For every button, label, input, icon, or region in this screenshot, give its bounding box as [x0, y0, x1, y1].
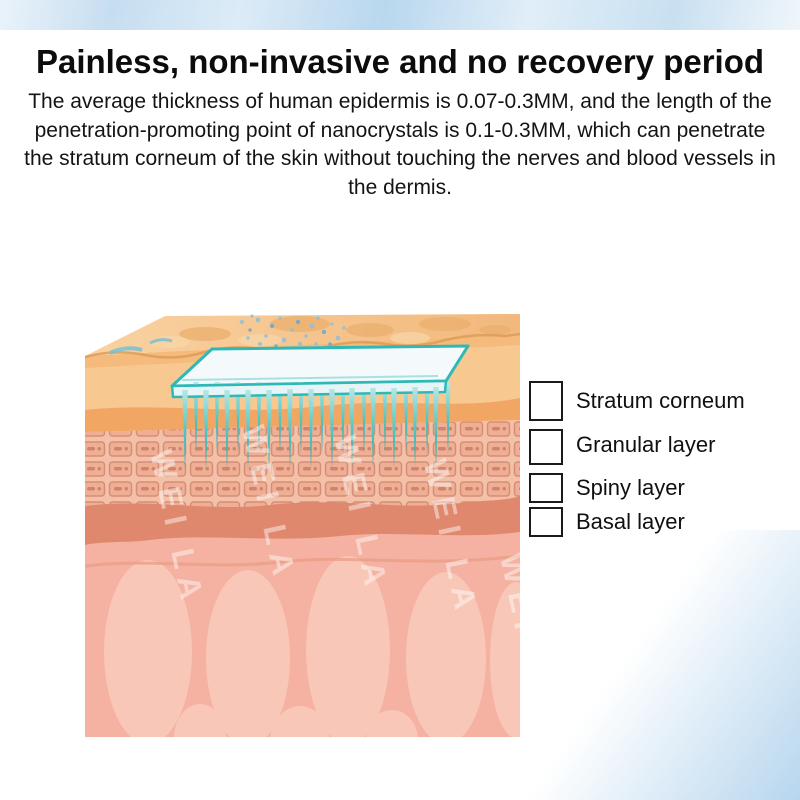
page-title: Painless, non-invasive and no recovery p… — [35, 43, 765, 80]
layer-label-spiny: Spiny layer — [576, 475, 685, 500]
layer-callouts: Stratum corneum Granular layer Spiny lay… — [529, 381, 745, 537]
top-gradient-bar — [0, 0, 800, 30]
granular-layer-bracket — [529, 429, 563, 465]
granular-spiny-cells — [85, 420, 520, 518]
page-description: The average thickness of human epidermis… — [24, 90, 776, 199]
skin-surface-top-face — [85, 314, 520, 356]
layer-label-basal: Basal layer — [576, 509, 685, 534]
stratum-corneum-bracket — [529, 381, 563, 421]
blue-speckles — [239, 314, 346, 350]
basal-layer-bracket — [529, 507, 563, 537]
epidermis-dark-band — [85, 398, 520, 432]
skin-layers — [84, 314, 521, 737]
basal-layer — [85, 496, 520, 545]
surface-bumps — [150, 316, 511, 348]
spiny-layer-bracket — [529, 473, 563, 503]
surface-blue-strokes — [109, 338, 173, 355]
dermis-texture-line — [84, 554, 521, 568]
stamp-plate-inner-edge — [181, 375, 439, 381]
layer-label-stratum-corneum: Stratum corneum — [576, 388, 745, 413]
nanocrystal-stamp — [170, 344, 470, 470]
layer-label-granular: Granular layer — [576, 432, 715, 457]
